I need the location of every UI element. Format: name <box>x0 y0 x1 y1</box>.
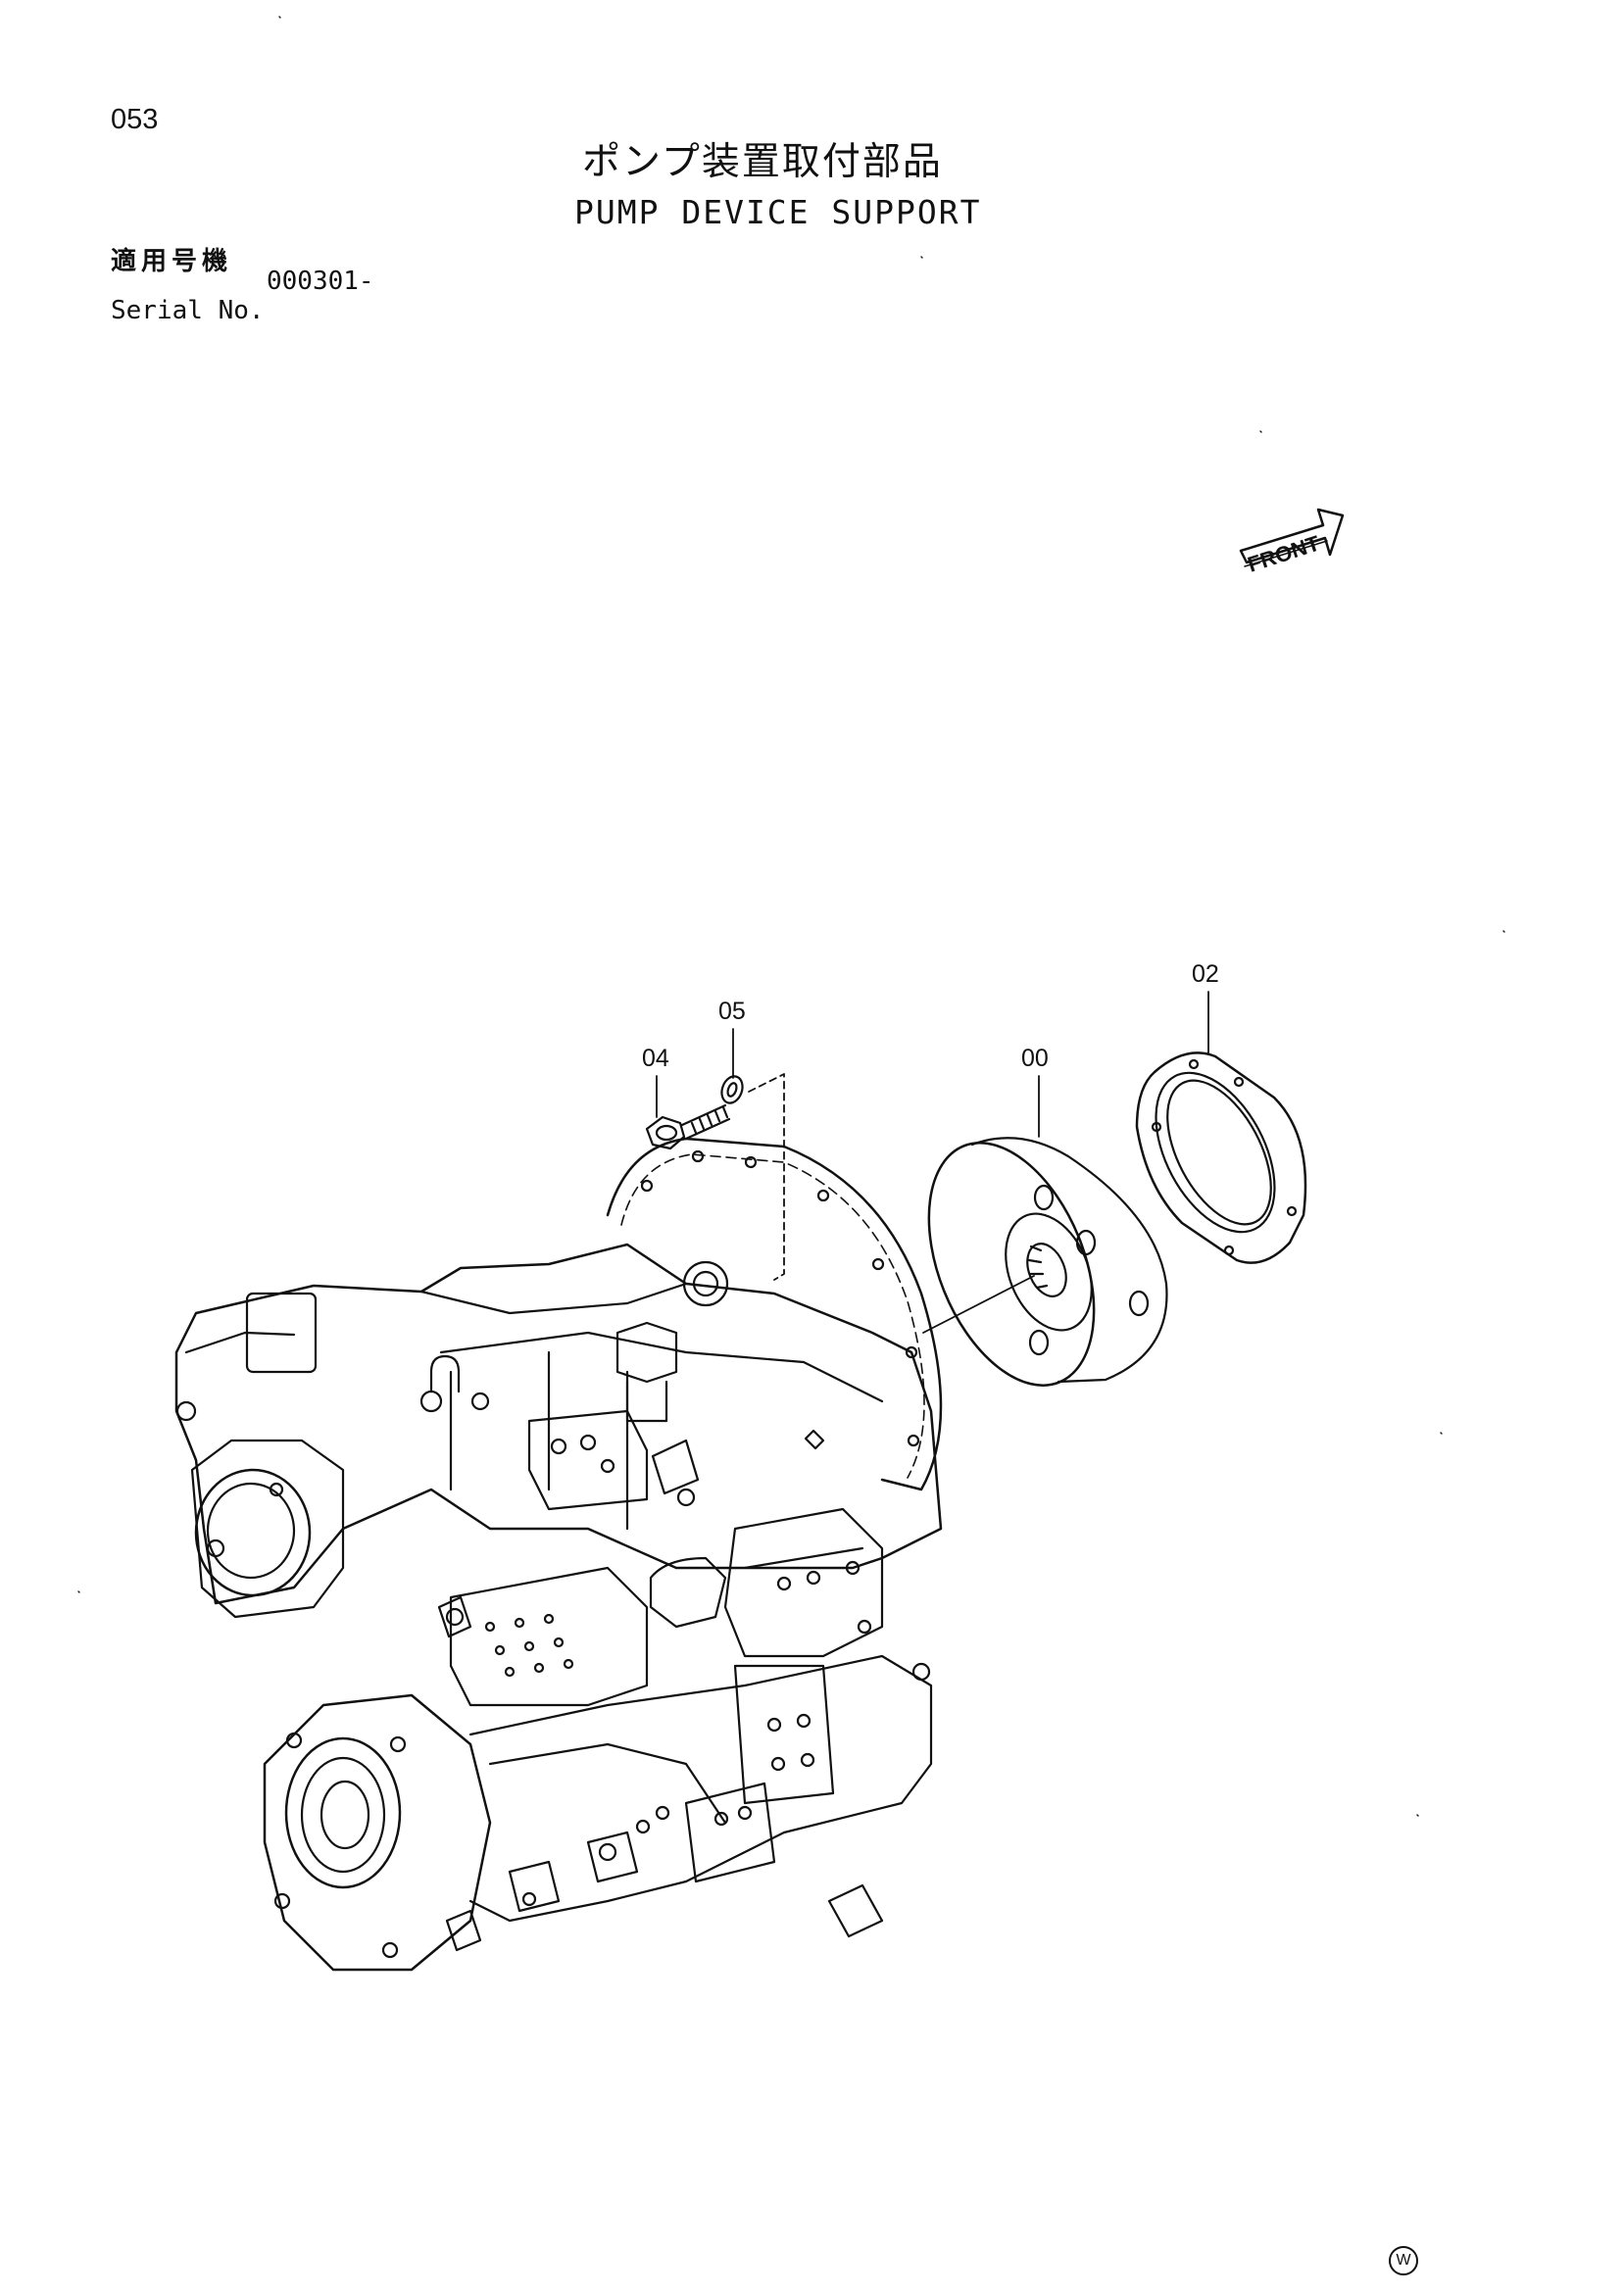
coupling-00 <box>927 1137 1168 1387</box>
callout-02: 02 <box>1192 960 1219 988</box>
title-japanese: ポンプ装置取付部品 <box>582 140 943 184</box>
callout-04: 04 <box>642 1045 669 1072</box>
bolt-04 <box>645 1103 731 1150</box>
washer-05 <box>720 1075 744 1104</box>
scan-specks <box>77 16 1505 1817</box>
callout-00: 00 <box>1021 1045 1049 1072</box>
serial-label-english: Serial No. <box>111 296 265 325</box>
serial-number-value: 000301- <box>267 267 374 296</box>
front-arrow-icon: FRONT <box>1239 508 1345 577</box>
flange-ring-02 <box>1135 1051 1307 1264</box>
callout-05: 05 <box>718 998 746 1025</box>
w-mark: W <box>1389 2246 1418 2275</box>
pump-assembly <box>174 1137 943 1972</box>
leader-lines <box>656 991 1209 1334</box>
page-number: 053 <box>111 104 159 135</box>
serial-label-japanese: 適用号機 <box>111 247 233 276</box>
title-english: PUMP DEVICE SUPPORT <box>574 193 982 231</box>
